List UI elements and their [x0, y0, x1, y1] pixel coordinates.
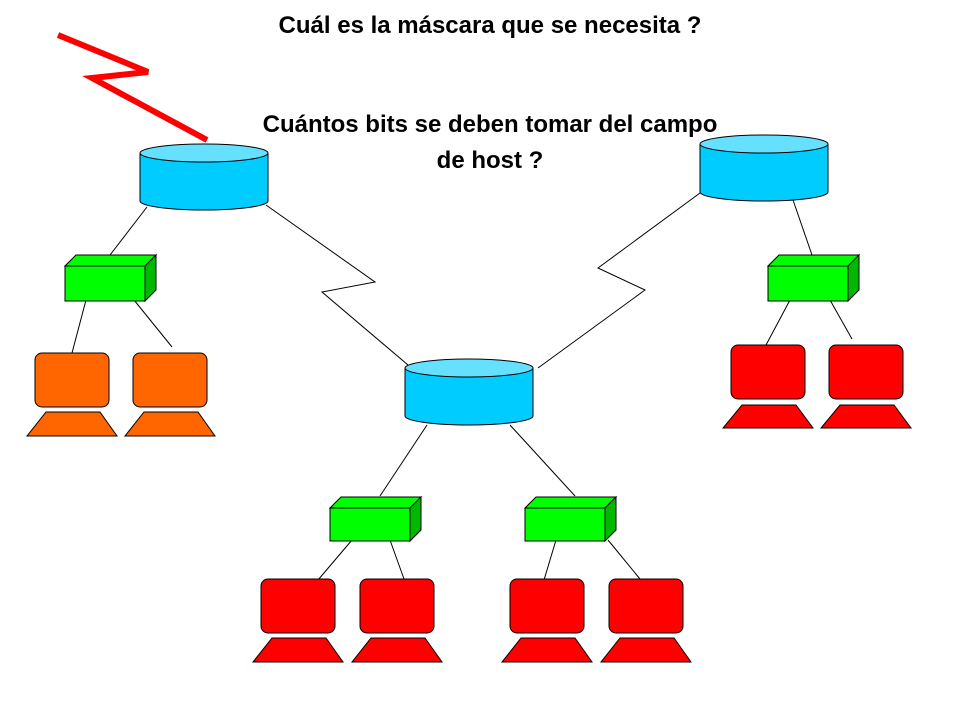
- question-subnet-mask: Cuál es la máscara que se necesita ?: [278, 12, 702, 39]
- host-a2[interactable]: [123, 352, 216, 437]
- link-router-c-switch-c1: [379, 424, 428, 497]
- link-switch-b-host-2: [829, 299, 853, 340]
- link-switch-c2-host-2: [607, 539, 641, 580]
- host-a1[interactable]: [25, 352, 118, 437]
- link-switch-c1-host-2: [389, 539, 405, 580]
- question-host-bits: Cuántos bits se deben tomar del campo de…: [262, 111, 718, 174]
- link-router-c-switch-c2: [509, 424, 576, 497]
- serial-link-a-c: [265, 204, 409, 366]
- router-c[interactable]: [404, 358, 534, 426]
- link-switch-a-host-2: [133, 299, 173, 348]
- host-b2[interactable]: [819, 344, 912, 429]
- switch-b[interactable]: [766, 253, 861, 303]
- host-c1[interactable]: [251, 578, 344, 663]
- connections: [71, 192, 853, 581]
- router-a[interactable]: [139, 143, 269, 211]
- switch-c2[interactable]: [523, 495, 618, 543]
- host-c2[interactable]: [350, 578, 443, 663]
- serial-link-b-c: [537, 192, 701, 369]
- link-switch-c2-host-1: [543, 539, 557, 581]
- host-c4[interactable]: [599, 578, 692, 663]
- link-switch-b-host-1: [765, 299, 791, 346]
- link-switch-a-host-1: [71, 299, 87, 354]
- link-router-b-switch-b: [792, 199, 813, 256]
- router-b[interactable]: [699, 134, 829, 202]
- wan-lightning-icon: [56, 32, 209, 143]
- switch-a[interactable]: [63, 253, 158, 303]
- link-switch-c1-host-1: [317, 539, 353, 581]
- host-c3[interactable]: [500, 578, 593, 663]
- switch-c1[interactable]: [328, 495, 423, 543]
- host-b1[interactable]: [721, 344, 814, 429]
- link-router-a-switch-a: [109, 206, 148, 256]
